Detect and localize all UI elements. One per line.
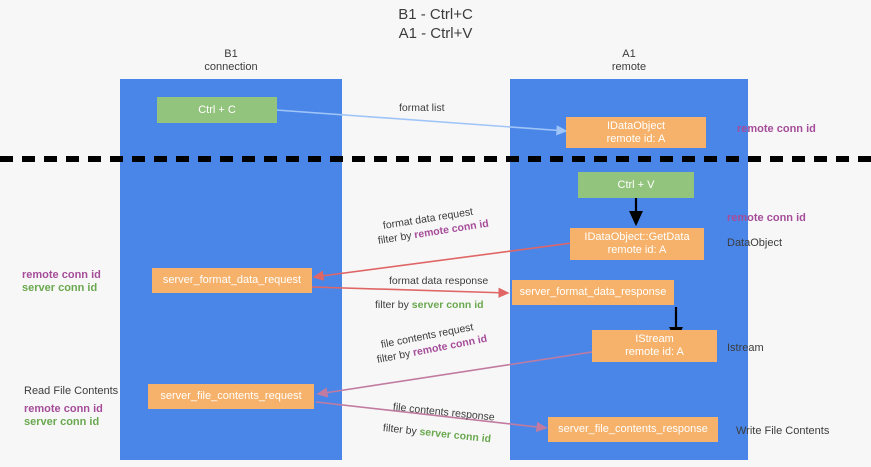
page-title: B1 - Ctrl+C A1 - Ctrl+V [0,5,871,43]
annotation-right-istream: Istream [727,342,764,354]
node-istream-remote-id: remote id: A [625,346,684,358]
node-server-format-data-request-label: server_format_data_request [162,274,302,286]
server-conn-id-text-1: server conn id [411,299,484,311]
column-header-a1-role: remote [611,61,647,73]
node-server-format-data-request[interactable]: server_format_data_request [152,268,312,293]
node-ctrl-c-label: Ctrl + C [198,103,236,116]
column-header-a1: A1 remote [510,48,748,74]
edge-label-format-data-response: format data response [389,275,489,287]
title-line-2: A1 - Ctrl+V [398,25,473,42]
node-istream-title: IStream [635,333,674,345]
annotation-left-read-file-contents: Read File Contents [24,385,119,397]
column-header-b1-role: connection [204,61,258,73]
edge-filter-file-contents-response: filter by server conn id [382,421,491,446]
filter-by-text-4: filter by [382,422,421,438]
annotation-left-server-conn-id-mid: server conn id [22,282,98,294]
node-getdata-remote-id: remote id: A [607,244,667,256]
node-server-file-contents-request[interactable]: server_file_contents_request [148,384,314,409]
node-getdata-title: IDataObject::GetData [584,231,690,243]
node-server-file-contents-response-label: server_file_contents_response [558,423,708,435]
node-server-format-data-response[interactable]: server_format_data_response [512,280,674,305]
node-server-format-data-response-label: server_format_data_response [519,286,667,298]
node-ctrl-c[interactable]: Ctrl + C [157,97,277,123]
annotation-right-remote-conn-id-mid: remote conn id [727,212,806,224]
annotation-right-remote-conn-id-top: remote conn id [737,123,816,135]
node-idataobject-getdata[interactable]: IDataObject::GetData remote id: A [570,228,704,260]
annotation-left-remote-conn-id-bottom: remote conn id [24,403,103,415]
annotation-right-dataobject: DataObject [727,237,783,249]
annotation-right-write-file-contents: Write File Contents [736,425,830,437]
node-idataobject-title: IDataObject [606,119,666,132]
column-header-b1-name: B1 [224,48,238,60]
filter-by-text-2: filter by [375,299,412,311]
server-conn-id-text-2: server conn id [418,425,492,446]
column-header-a1-name: A1 [622,48,636,60]
node-server-file-contents-request-label: server_file_contents_request [160,390,302,402]
node-ctrl-v-label: Ctrl + V [617,178,655,191]
edge-filter-format-data-response: filter by server conn id [375,298,484,312]
node-idataobject[interactable]: IDataObject remote id: A [566,117,706,148]
annotation-left-remote-conn-id-mid: remote conn id [22,269,101,281]
node-server-file-contents-response[interactable]: server_file_contents_response [548,417,718,442]
title-line-1: B1 - Ctrl+C [398,6,473,23]
edge-label-file-contents-response: file contents response [392,401,496,424]
node-ctrl-v[interactable]: Ctrl + V [578,172,694,198]
filter-by-text-1: filter by [377,229,416,247]
annotation-left-server-conn-id-bottom: server conn id [24,416,100,428]
node-istream[interactable]: IStream remote id: A [592,330,717,362]
edge-label-format-list: format list [399,102,445,114]
phase-divider [0,156,871,162]
column-header-b1: B1 connection [120,48,342,74]
node-idataobject-remote-id: remote id: A [606,132,666,145]
